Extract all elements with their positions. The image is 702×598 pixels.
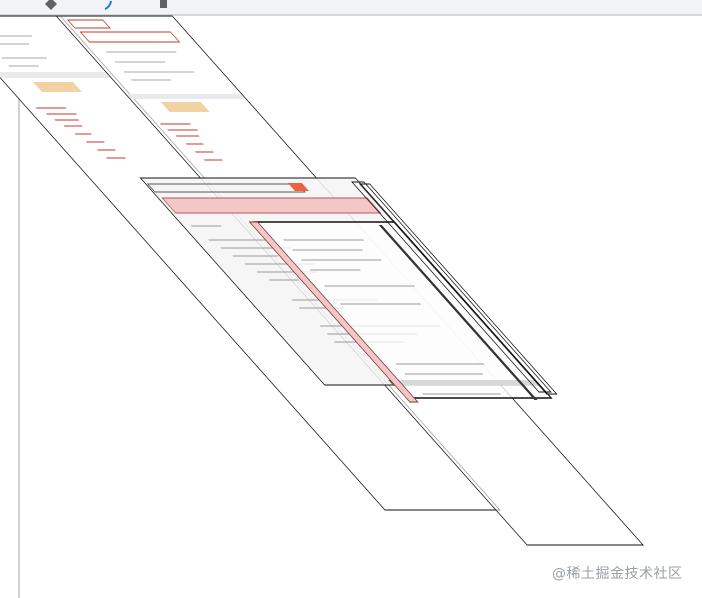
layer-sidebar[interactable] (342, 181, 562, 400)
watermark: @稀土掘金技术社区 (552, 566, 683, 582)
rotate-icon[interactable] (102, 0, 116, 10)
layer-content[interactable] (248, 221, 555, 403)
panel-divider (18, 14, 20, 598)
square-icon[interactable] (158, 0, 170, 10)
toolbar (0, 0, 702, 16)
diamond-icon[interactable] (43, 0, 59, 10)
